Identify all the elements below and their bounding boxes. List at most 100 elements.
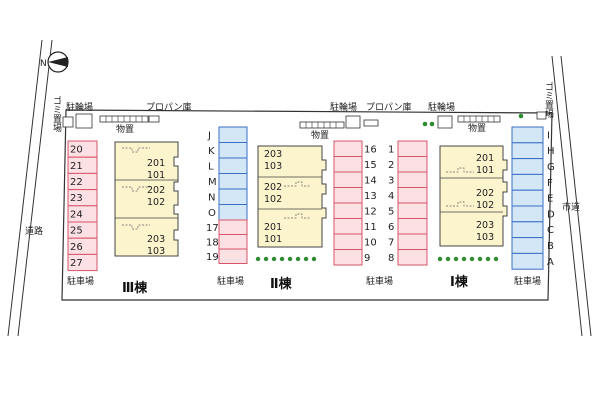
- storage-shed-mid: [299, 121, 345, 129]
- parking-space-19: [218, 248, 248, 264]
- parking-space-label-21: 21: [70, 161, 83, 172]
- parking-space-label-18: 18: [206, 237, 219, 248]
- parking-space-label-H: H: [547, 146, 555, 157]
- parking-space-13: [333, 187, 363, 204]
- unit-3-203: 203: [147, 234, 165, 245]
- parking-space-J: [218, 126, 248, 143]
- parking-space-N: [218, 188, 248, 205]
- parking-space-6: [397, 218, 428, 235]
- parking-space-10: [333, 233, 363, 250]
- parking-space-label-26: 26: [70, 242, 83, 253]
- parking-space-label-N: N: [208, 192, 215, 203]
- parking-space-label-7: 7: [388, 237, 394, 248]
- parking-space-A: [511, 252, 544, 270]
- storage-shed-right: [457, 115, 501, 123]
- bike-parking-mid: [345, 115, 361, 129]
- parking-space-B: [511, 237, 544, 254]
- unit-1-203: 203: [476, 220, 494, 231]
- parking-space-label-8: 8: [388, 253, 394, 264]
- parking-space-1: [397, 140, 428, 157]
- unit-3-101: 101: [147, 170, 165, 181]
- left-road: [7, 39, 53, 337]
- bike-parking-left: [75, 113, 93, 129]
- unit-3-103: 103: [147, 246, 165, 257]
- parking-label-2: 駐車場: [217, 275, 244, 287]
- parking-space-I: [511, 126, 544, 144]
- trees-top-mid: [422, 121, 435, 127]
- parking-space-label-O: O: [208, 208, 216, 219]
- parking-space-L: [218, 157, 248, 174]
- unit-1-101: 101: [476, 165, 494, 176]
- parking-space-label-2: 2: [388, 160, 394, 171]
- parking-space-O: [218, 204, 248, 221]
- parking-space-label-22: 22: [70, 177, 83, 188]
- bike-parking-left-label: 駐輪場: [66, 101, 93, 113]
- parking-space-label-10: 10: [364, 237, 377, 248]
- parking-label-4: 駐車場: [514, 275, 541, 287]
- parking-space-label-20: 20: [70, 145, 83, 156]
- building-2-name: Ⅱ棟: [270, 276, 293, 292]
- unit-2-201: 201: [264, 222, 282, 233]
- parking-space-14: [333, 171, 363, 188]
- parking-space-label-K: K: [208, 146, 215, 157]
- bike-parking-mid-label: 駐輪場: [330, 101, 357, 113]
- north-arrow-icon: [47, 51, 69, 73]
- parking-space-2: [397, 156, 428, 173]
- parking-space-27: [67, 253, 98, 272]
- parking-space-label-A: A: [547, 257, 554, 268]
- parking-space-11: [333, 218, 363, 235]
- parking-space-label-C: C: [547, 225, 554, 236]
- parking-space-label-1: 1: [388, 144, 394, 155]
- parking-space-17: [218, 219, 248, 235]
- parking-layer: 2021222324252627JKLMNO171819161514131211…: [67, 126, 555, 272]
- parking-space-label-J: J: [207, 130, 211, 141]
- parking-space-label-F: F: [547, 178, 553, 189]
- parking-space-label-3: 3: [388, 175, 394, 186]
- parking-space-H: [511, 142, 544, 160]
- propane-storage-left-label: プロパン庫: [146, 101, 191, 113]
- parking-space-E: [511, 189, 544, 207]
- parking-space-label-24: 24: [70, 209, 83, 220]
- bike-parking-right-label: 駐輪場: [428, 101, 455, 113]
- parking-space-8: [397, 249, 428, 266]
- svg-text:ゴミ置場: ゴミ置場: [51, 95, 62, 133]
- parking-space-label-11: 11: [364, 222, 377, 233]
- garbage-area-left: ゴミ置場: [51, 95, 74, 133]
- parking-space-label-6: 6: [388, 222, 394, 233]
- unit-2-202: 202: [264, 182, 282, 193]
- unit-3-102: 102: [147, 197, 165, 208]
- unit-3-201: 201: [147, 158, 165, 169]
- propane-storage-mid-label: プロパン庫: [366, 101, 411, 113]
- parking-label-1: 駐車場: [67, 275, 94, 287]
- parking-space-D: [511, 205, 544, 223]
- right-road: [551, 55, 592, 337]
- unit-1-202: 202: [476, 188, 494, 199]
- trees-row-right: [437, 256, 499, 262]
- parking-space-C: [511, 221, 544, 239]
- parking-space-label-27: 27: [70, 258, 83, 269]
- parking-space-F: [511, 173, 544, 191]
- parking-space-label-D: D: [547, 209, 555, 220]
- left-road-label: 道路: [25, 225, 43, 237]
- parking-space-label-12: 12: [364, 206, 377, 217]
- building-1: [439, 145, 508, 247]
- north-label: N: [40, 59, 47, 69]
- storage-mid-label: 物置: [311, 129, 329, 141]
- propane-storage-mid: [363, 119, 379, 127]
- parking-space-label-23: 23: [70, 193, 83, 204]
- trees-row-mid: [255, 256, 317, 262]
- parking-space-label-16: 16: [364, 144, 377, 155]
- parking-space-15: [333, 156, 363, 173]
- parking-space-label-17: 17: [206, 223, 219, 234]
- unit-2-101: 101: [264, 234, 282, 245]
- parking-space-4: [397, 187, 428, 204]
- building-3-name: Ⅲ棟: [122, 280, 148, 296]
- svg-text:ゴミ置場: ゴミ置場: [543, 81, 554, 119]
- storage-right-label: 物置: [468, 122, 486, 134]
- unit-1-102: 102: [476, 200, 494, 211]
- parking-space-label-M: M: [208, 177, 217, 188]
- unit-2-103: 103: [264, 161, 282, 172]
- storage-left-label: 物置: [116, 123, 134, 135]
- unit-3-202: 202: [147, 185, 165, 196]
